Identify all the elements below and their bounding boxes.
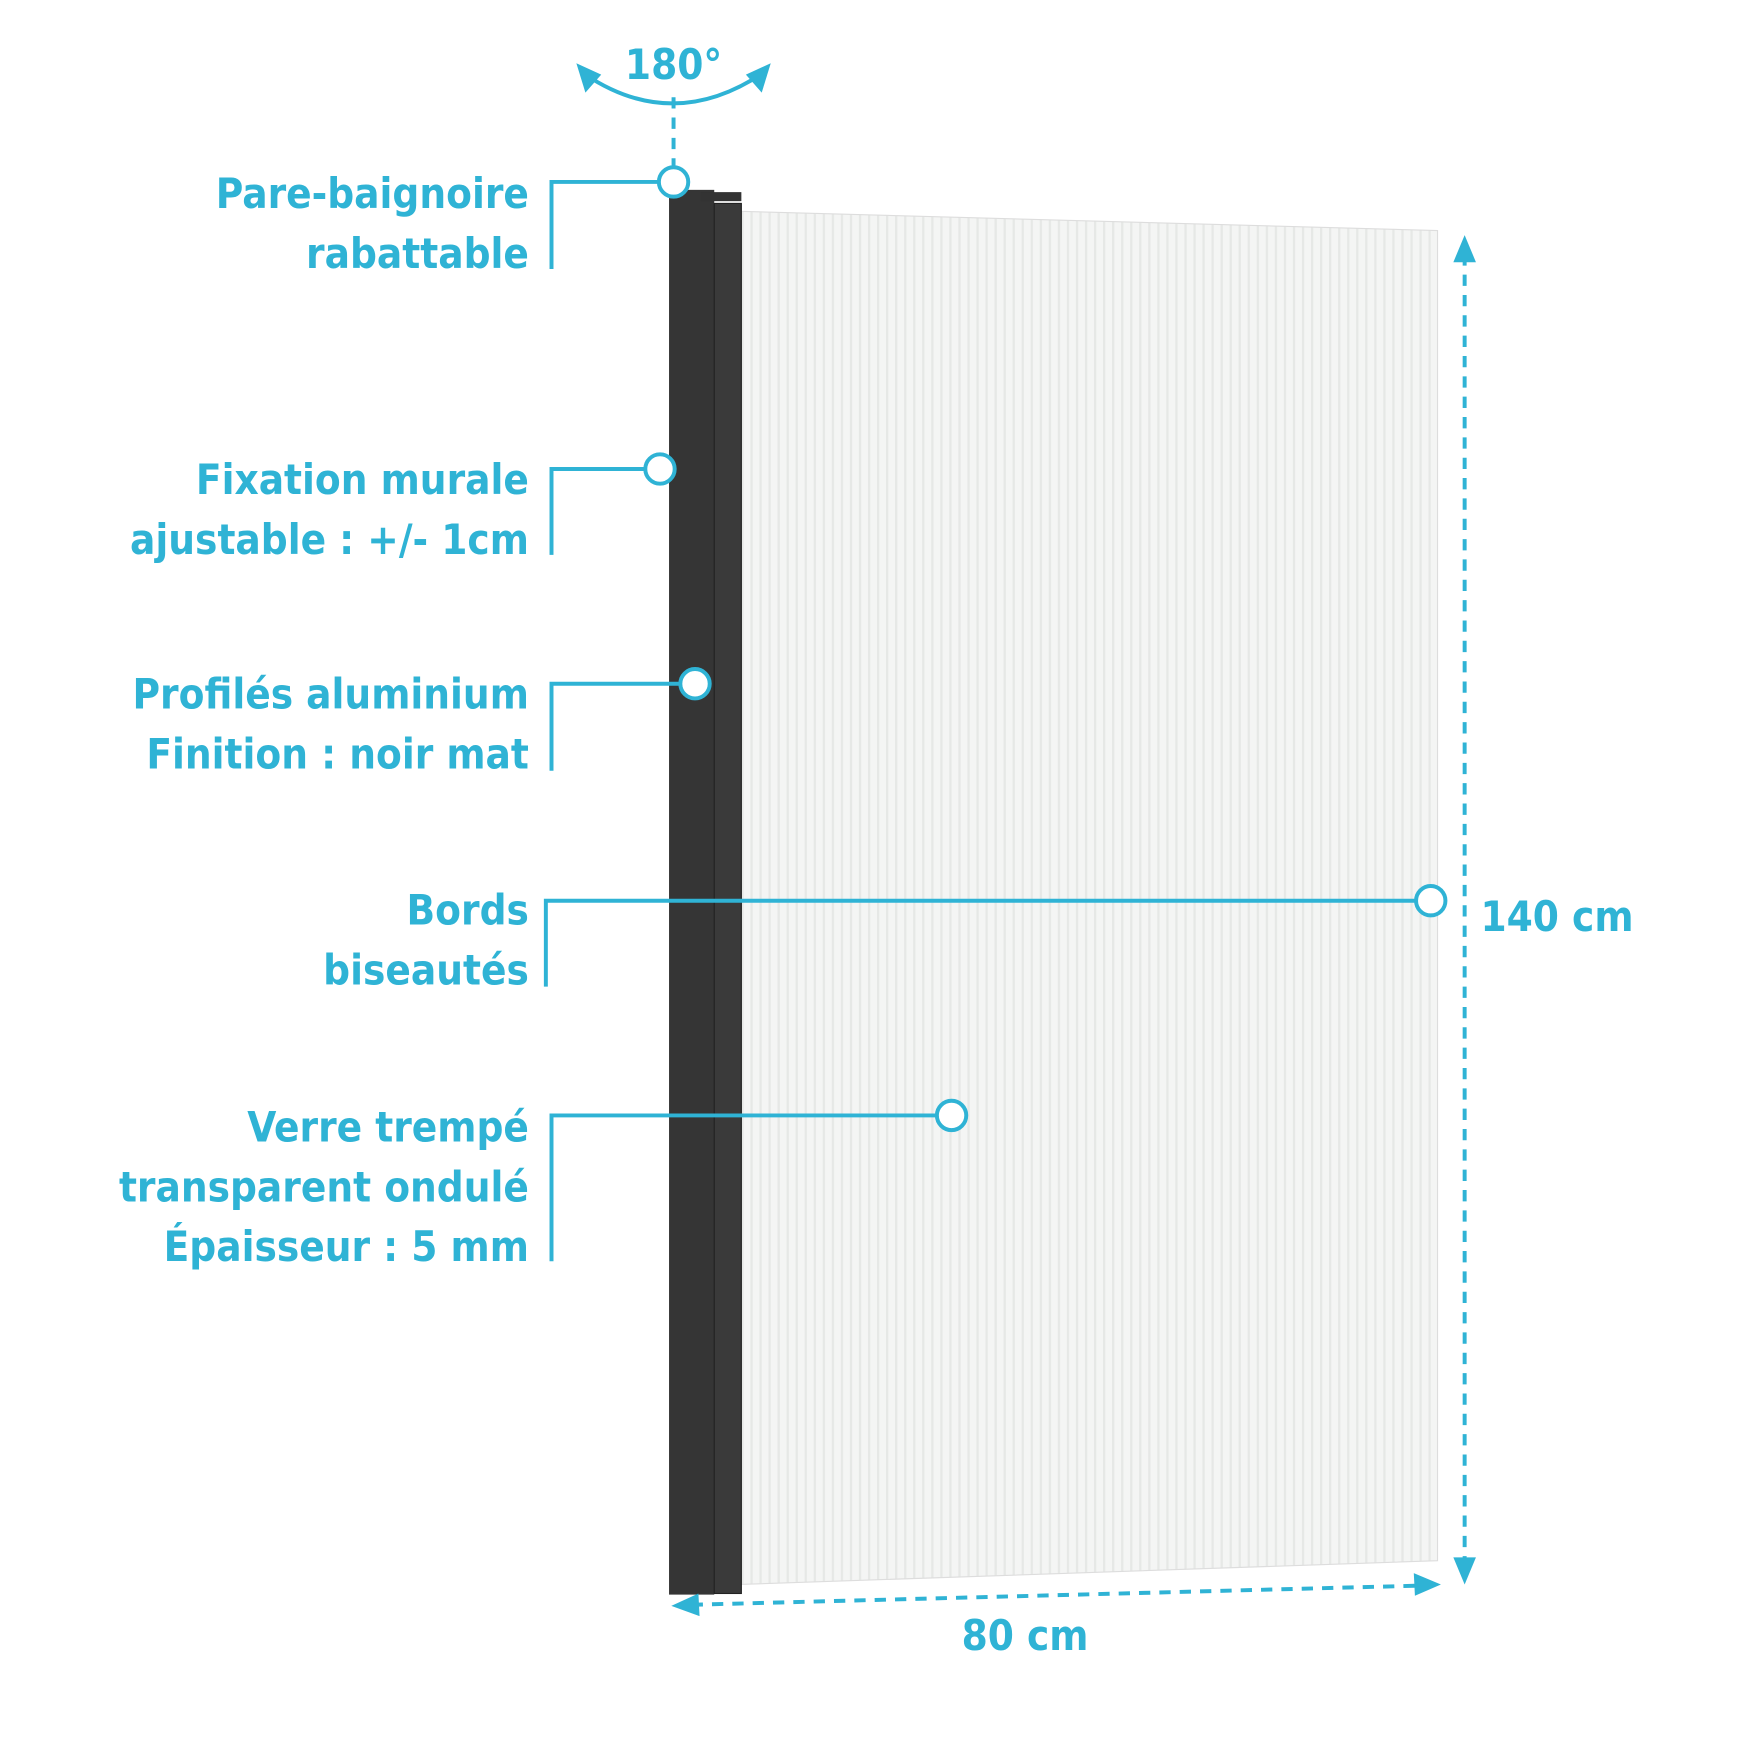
callout-profiles: Profilés aluminium Finition : noir mat [133,670,529,779]
callout-bords: Bords biseautés [323,885,529,994]
callout-text: Profilés aluminium [133,670,529,719]
wall-profile [669,189,715,1595]
callout-text: Finition : noir mat [146,729,529,778]
callout-text: Bords [407,885,529,934]
callout-text: Pare-baignoire [216,169,529,218]
height-label: 140 cm [1480,892,1633,941]
callout-text: ajustable : +/- 1cm [130,515,529,564]
glass-panel [739,210,1439,1586]
callout-marker [1414,884,1448,918]
width-dimension-line [691,1583,1422,1607]
callout-text: biseautés [323,945,529,994]
callout-text: Verre trempé [247,1102,529,1151]
callout-text: Fixation murale [196,455,529,504]
callout-pare-baignoire: Pare-baignoire rabattable [216,169,529,278]
hinge-top [700,192,742,202]
callout-text: Épaisseur : 5 mm [164,1221,529,1271]
callout-marker [678,667,712,701]
callout-text: rabattable [306,229,529,278]
callout-fixation: Fixation murale ajustable : +/- 1cm [130,455,529,564]
callout-text: transparent ondulé [119,1162,529,1211]
door-profile [713,202,742,1595]
callout-marker [934,1098,969,1133]
callout-marker [656,165,691,199]
width-label: 80 cm [962,1611,1089,1660]
callout-marker [643,452,677,486]
rotation-label: 180° [625,40,722,89]
callout-verre: Verre trempé transparent ondulé Épaisseu… [119,1102,529,1271]
